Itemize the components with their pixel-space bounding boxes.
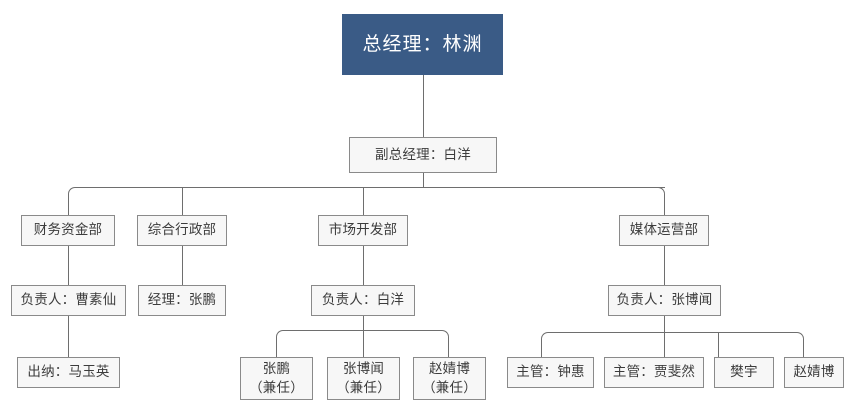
node-lead-market[interactable]: 负责人：白洋 — [311, 285, 415, 316]
connector-elbow-dept-media — [635, 187, 665, 215]
node-deputy-general-manager-label: 副总经理：白洋 — [375, 146, 471, 162]
node-lead-media[interactable]: 负责人：张博闻 — [608, 285, 721, 316]
connector-dept-finance-to-lead — [68, 246, 69, 285]
connector-drop-market-staff-2 — [363, 330, 364, 357]
node-lead-finance[interactable]: 负责人：曹素仙 — [11, 285, 126, 316]
connector-drop-media-staff-3 — [718, 332, 719, 357]
connector-drop-dept-market — [363, 187, 364, 215]
node-dept-finance-label: 财务资金部 — [33, 222, 103, 238]
node-general-manager[interactable]: 总经理：林渊 — [342, 14, 503, 75]
node-staff-market-2-note: （兼任） — [336, 379, 391, 395]
node-dept-market[interactable]: 市场开发部 — [318, 215, 408, 246]
node-dept-market-label: 市场开发部 — [328, 222, 398, 238]
connector-elbow-dept-finance — [68, 187, 98, 215]
node-lead-media-label: 负责人：张博闻 — [616, 292, 713, 308]
node-staff-market-2-name: 张博闻 — [342, 361, 385, 377]
connector-lead-media-stem — [664, 316, 665, 333]
connector-lead-finance-to-cashier — [68, 316, 69, 357]
node-dept-admin[interactable]: 综合行政部 — [137, 215, 227, 246]
node-lead-finance-label: 负责人：曹素仙 — [20, 292, 117, 308]
node-deputy-general-manager[interactable]: 副总经理：白洋 — [349, 137, 497, 173]
node-lead-admin[interactable]: 经理：张鹏 — [138, 285, 226, 316]
node-dept-admin-label: 综合行政部 — [147, 222, 217, 238]
node-dept-finance[interactable]: 财务资金部 — [21, 215, 115, 246]
connector-deputy-stem — [423, 173, 424, 187]
connector-lead-market-stem — [363, 316, 364, 331]
node-lead-market-label: 负责人：白洋 — [321, 292, 405, 308]
node-staff-media-3[interactable]: 樊宇 — [714, 357, 774, 388]
node-general-manager-label: 总经理：林渊 — [362, 33, 483, 55]
node-lead-admin-label: 经理：张鹏 — [147, 292, 217, 308]
node-staff-media-4-label: 赵婧博 — [793, 364, 835, 380]
node-staff-media-4[interactable]: 赵婧博 — [784, 357, 844, 388]
connector-dept-media-to-lead — [664, 246, 665, 285]
node-staff-market-1-note: （兼任） — [249, 379, 304, 395]
connector-elbow-media-staff-4 — [778, 332, 804, 357]
connector-elbow-market-staff-3 — [423, 330, 449, 357]
connector-gm-to-deputy — [423, 75, 424, 137]
node-staff-market-1[interactable]: 张鹏 （兼任） — [240, 357, 313, 400]
node-staff-market-3[interactable]: 赵婧博 （兼任） — [413, 357, 486, 400]
connector-elbow-media-staff-1 — [541, 332, 567, 357]
connector-dept-market-to-lead — [363, 246, 364, 285]
node-staff-cashier-label: 出纳：马玉英 — [27, 364, 110, 380]
node-staff-market-3-note: （兼任） — [422, 379, 477, 395]
connector-drop-media-staff-2 — [664, 332, 665, 357]
node-staff-cashier[interactable]: 出纳：马玉英 — [17, 357, 120, 388]
node-staff-market-3-name: 赵婧博 — [428, 361, 471, 377]
node-staff-media-1[interactable]: 主管：钟惠 — [507, 357, 594, 388]
node-staff-media-2-label: 主管：贾斐然 — [612, 364, 696, 380]
connector-drop-dept-admin — [182, 187, 183, 215]
connector-bus-media-staff — [566, 332, 779, 333]
node-staff-market-2[interactable]: 张博闻 （兼任） — [327, 357, 400, 400]
node-staff-media-1-label: 主管：钟惠 — [516, 364, 585, 380]
connector-dept-admin-to-lead — [182, 246, 183, 285]
connector-bus-market-staff — [301, 330, 424, 331]
node-staff-media-3-label: 樊宇 — [730, 364, 758, 380]
node-staff-market-1-name: 张鹏 — [262, 361, 291, 377]
connector-bus-departments — [97, 187, 665, 188]
node-staff-media-2[interactable]: 主管：贾斐然 — [604, 357, 704, 388]
connector-elbow-market-staff-1 — [276, 330, 302, 357]
node-dept-media[interactable]: 媒体运营部 — [619, 215, 709, 246]
node-dept-media-label: 媒体运营部 — [629, 222, 699, 238]
